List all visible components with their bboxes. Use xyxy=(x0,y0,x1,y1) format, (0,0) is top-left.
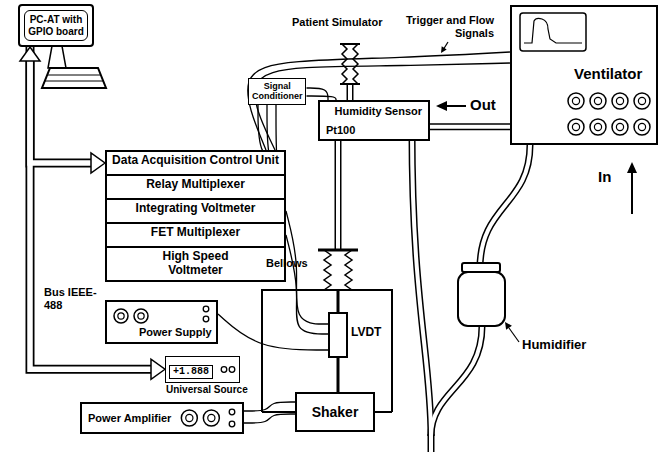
node-text: Relay Multiplexer xyxy=(146,178,245,192)
instrument-module: FET Multiplexer xyxy=(105,222,286,248)
keyboard-keys xyxy=(44,75,104,81)
flow-label: In xyxy=(598,168,611,185)
bus-arrow xyxy=(30,60,92,163)
bellows-side xyxy=(342,44,347,84)
bus-label: Bus IEEE-488 xyxy=(44,286,106,311)
component-label: Humidifier xyxy=(522,338,586,353)
arrowhead xyxy=(151,359,165,379)
component-label: Bellows xyxy=(266,257,308,270)
instrument-module: Relay Multiplexer xyxy=(105,174,286,200)
signal-wire xyxy=(255,63,510,150)
component-label: Patient Simulator xyxy=(292,16,382,29)
node-text: Humidity Sensor xyxy=(335,105,422,118)
jar-body xyxy=(458,272,505,326)
arrowhead xyxy=(91,153,105,173)
node-text: FET Multiplexer xyxy=(151,226,240,240)
flow-arrow xyxy=(631,172,633,214)
power-amplifier-box: Power Amplifier xyxy=(80,402,244,434)
signal-wire xyxy=(248,52,510,150)
air-hose xyxy=(480,145,530,268)
node-text: Data Acquisition Control Unit xyxy=(112,154,279,168)
ventilator-box: Ventilator xyxy=(510,5,658,145)
signal-wire xyxy=(218,314,328,350)
keyboard xyxy=(42,68,106,88)
signal-wire xyxy=(244,402,295,411)
bellows-cap xyxy=(340,44,360,84)
leader-head xyxy=(505,322,512,330)
bellows-side xyxy=(345,250,352,290)
instrument-module: High Speed Voltmeter xyxy=(105,246,286,282)
signal-wire xyxy=(306,88,328,100)
air-tube xyxy=(335,132,342,250)
universal-source-box: +1.888Universal Source xyxy=(165,356,240,383)
connector-inner xyxy=(30,47,510,369)
computer-monitor: PC-AT with GPIO board xyxy=(18,4,94,47)
air-hose xyxy=(430,123,510,130)
flow-arrow-head xyxy=(436,101,447,111)
signal-conditioner-box: Signal Conditioner xyxy=(248,78,306,105)
connector-outlines xyxy=(30,47,510,423)
node-text: Integrating Voltmeter xyxy=(136,202,256,216)
jar-lid xyxy=(462,263,500,272)
leader-head xyxy=(441,46,447,53)
air-hose xyxy=(412,132,431,436)
node-text: Ventilator xyxy=(574,65,642,82)
node-text: Universal Source xyxy=(166,384,248,396)
flow-arrow-head xyxy=(627,162,637,173)
flow-label: Out xyxy=(470,96,496,113)
node-text: Shaker xyxy=(312,404,359,420)
node-text: Signal Conditioner xyxy=(252,81,302,102)
shaker-box: Shaker xyxy=(295,392,375,432)
y-piece xyxy=(428,434,435,452)
bus-arrow xyxy=(30,60,92,163)
air-hose xyxy=(412,132,431,436)
arrowhead xyxy=(20,47,40,61)
bellows-side xyxy=(353,44,358,84)
power-supply-box: Power Supply xyxy=(105,300,218,344)
node-text: PC-AT with GPIO board xyxy=(24,10,88,41)
node-text: Power Supply xyxy=(139,326,212,339)
instrument-module: Integrating Voltmeter xyxy=(105,198,286,224)
signal-label: Trigger and Flow Signals xyxy=(398,14,494,39)
humidifier-jar xyxy=(458,263,505,326)
air-hose xyxy=(430,125,510,129)
signal-wire xyxy=(244,414,295,423)
patient-simulator-bellows xyxy=(340,44,360,84)
air-hose xyxy=(431,326,482,436)
computer-stand xyxy=(42,46,106,88)
node-text: Pt100 xyxy=(326,124,355,137)
leader-line xyxy=(509,328,519,342)
instrument-module: Data Acquisition Control Unit xyxy=(105,150,286,176)
y-piece xyxy=(429,434,433,452)
node-text: +1.888 xyxy=(169,365,213,379)
air-tube xyxy=(336,132,340,250)
air-hose xyxy=(431,326,482,436)
node-text: High Speed Voltmeter xyxy=(148,250,243,278)
monitor-stand xyxy=(48,46,66,68)
node-text: LVDT xyxy=(351,326,381,340)
air-hose xyxy=(480,145,530,268)
lvdt-sensor: LVDT xyxy=(328,312,348,358)
node-text: Power Amplifier xyxy=(88,412,171,425)
bellows-side xyxy=(324,250,331,290)
signal-wire xyxy=(286,235,328,334)
test-chamber: Pt100 Humidity Sensor xyxy=(318,100,430,141)
flow-arrow xyxy=(446,105,466,107)
